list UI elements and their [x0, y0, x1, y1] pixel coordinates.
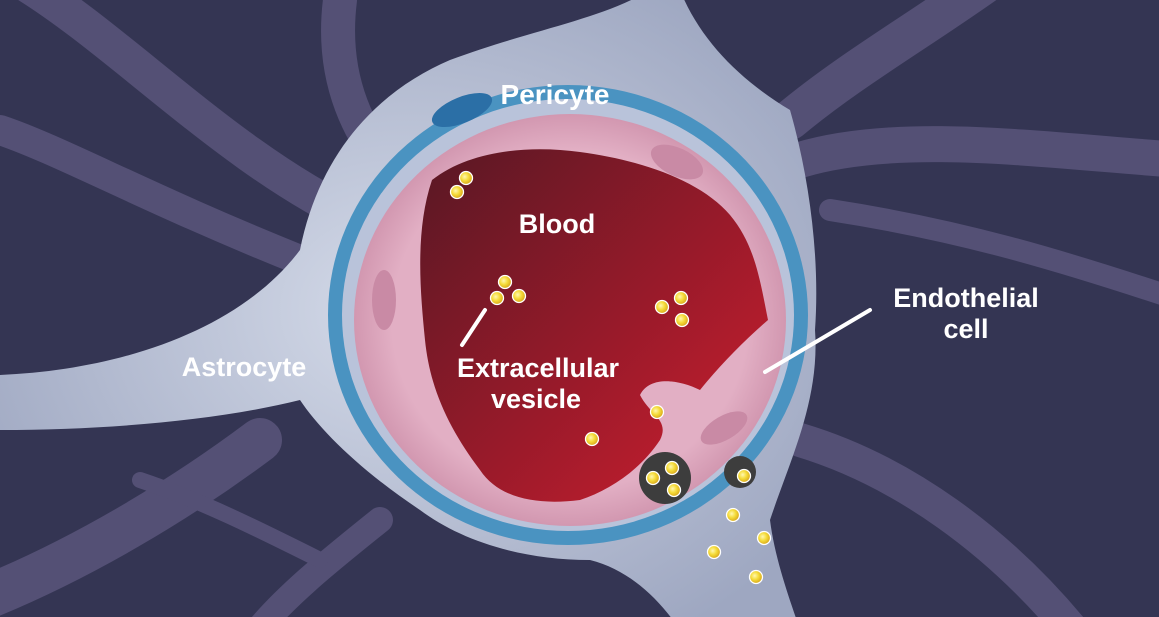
endothelial-nucleus — [700, 411, 748, 445]
pericyte-nucleus — [431, 93, 493, 127]
astrocyte-label: Astrocyte — [182, 352, 307, 382]
endothelial-label-line2: cell — [943, 314, 988, 344]
endothelial-label-line1: Endothelial — [893, 283, 1039, 313]
pericyte-label: Pericyte — [501, 79, 610, 110]
multivesicular-body — [639, 452, 691, 504]
extracellular-vesicle-label-line1: Extracellular — [457, 353, 620, 383]
multivesicular-body-partial — [724, 456, 756, 488]
blood-lumen — [420, 149, 768, 502]
endothelial-leader-line — [763, 308, 872, 374]
endothelial-nucleus — [372, 270, 396, 330]
vesicle-leader-line — [460, 308, 487, 347]
endothelial-nucleus — [650, 144, 704, 180]
extracellular-vesicle-label-line2: vesicle — [491, 384, 581, 414]
blood-label: Blood — [519, 209, 595, 239]
